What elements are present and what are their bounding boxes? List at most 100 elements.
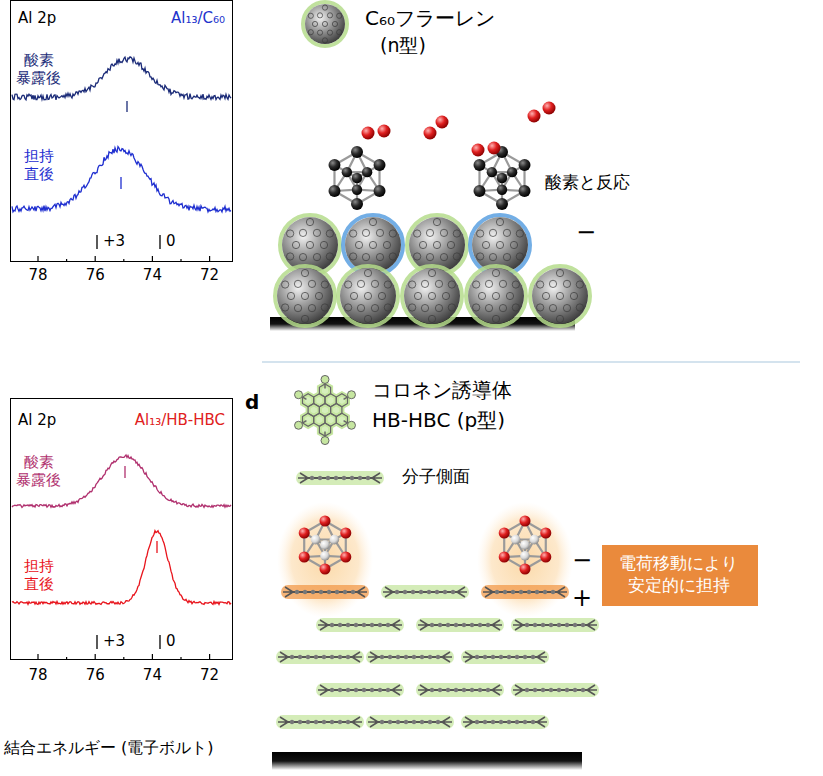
molecule-halo: [416, 618, 504, 632]
al13-cluster: [499, 515, 552, 574]
node-text: Al₁₃/HB-HBC: [135, 411, 225, 429]
carbon-ring: [337, 30, 342, 35]
carbon-atom: [346, 720, 350, 724]
molecule-halo: [316, 683, 404, 697]
carbon-atom: [290, 720, 294, 724]
carbon-atom: [486, 623, 490, 627]
al-atom: [374, 159, 386, 171]
carbon-ring: [364, 292, 371, 299]
carbon-atom: [499, 655, 503, 659]
spectrum-panel: Al 2pAl₁₃/HB-HBC酸素 暴露後担持 直後+30: [10, 398, 233, 660]
carbon-atom: [581, 688, 585, 692]
molecule-plane: [493, 591, 557, 593]
figure-label: d: [245, 390, 259, 414]
carbon-ring: [369, 218, 376, 225]
al-atom: [351, 146, 363, 158]
figure-label: 76: [86, 666, 105, 684]
carbon-atom: [322, 720, 326, 724]
carbon-atom: [411, 590, 415, 594]
carbon-atom: [462, 688, 466, 692]
al-atom: [320, 540, 330, 550]
fullerene-molecule: [530, 266, 590, 326]
carbon-atom: [515, 720, 519, 724]
molecule-plane: [288, 656, 352, 658]
carbon-atom: [330, 720, 334, 724]
carbon-ring: [332, 21, 337, 26]
carbon-atom: [334, 476, 338, 480]
al-atom: [474, 185, 486, 197]
molecule-plane: [523, 689, 587, 691]
figure-label: (n型): [380, 34, 426, 57]
carbon-atom: [314, 655, 318, 659]
carbon-ring: [503, 229, 510, 236]
oxygen-atom: [499, 551, 510, 562]
carbon-atom: [396, 655, 400, 659]
carbon-ring: [428, 315, 435, 322]
figure-label: HB-HBC (p型): [372, 408, 505, 432]
carbon-ring: [510, 241, 517, 248]
carbon-ring: [384, 304, 391, 311]
molecule-halo: [366, 650, 454, 664]
carbon-atom: [338, 720, 342, 724]
carbon-atom: [420, 720, 424, 724]
carbon-ring: [512, 304, 519, 311]
carbon-atom: [346, 655, 350, 659]
oxygen-atom: [543, 102, 556, 115]
carbon-ring: [433, 218, 440, 225]
carbon-ring: [306, 218, 313, 225]
carbon-ring: [448, 304, 455, 311]
fullerene-ball: [340, 268, 396, 324]
carbon-ring: [383, 241, 390, 248]
carbon-ring: [478, 292, 485, 299]
molecule-halo: [416, 683, 504, 697]
carbon-ring: [349, 230, 356, 237]
oxygen-atom: [299, 527, 310, 538]
ring-halo: [336, 413, 347, 426]
al-atom: [352, 185, 362, 195]
carbon-atom: [342, 476, 346, 480]
charge-transfer-glow: [277, 502, 373, 618]
carbon-atom: [330, 688, 334, 692]
carbon-ring: [421, 280, 428, 287]
carbon-ring: [492, 315, 499, 322]
carbon-atom: [306, 720, 310, 724]
carbon-ring: [326, 230, 333, 237]
tert-butyl-group: [352, 652, 362, 662]
carbon-ring: [308, 13, 313, 18]
carbon-atom: [491, 720, 495, 724]
oxygen-atom: [319, 515, 330, 526]
carbon-atom: [330, 655, 334, 659]
carbon-ring: [428, 292, 435, 299]
molecule-plane: [288, 721, 352, 723]
oxygen-molecule: [424, 116, 449, 140]
carbon-ring: [369, 241, 376, 248]
tert-butyl-group: [418, 620, 428, 630]
carbon-ring: [496, 218, 503, 225]
figure-label: 分子側面: [402, 466, 470, 486]
tert-butyl-group: [357, 587, 367, 597]
carbon-atom: [525, 688, 529, 692]
oxygen-atom: [528, 110, 541, 123]
carbon-atom: [565, 688, 569, 692]
carbon-atom: [386, 688, 390, 692]
carbon-ring: [299, 253, 306, 260]
carbon-ring: [499, 280, 506, 287]
carbon-ring: [371, 280, 378, 287]
al-atom: [311, 535, 321, 545]
carbon-atom: [475, 720, 479, 724]
peak-marker: [126, 101, 127, 112]
carbon-atom: [531, 655, 535, 659]
carbon-atom: [380, 655, 384, 659]
figure-label: −: [572, 546, 592, 575]
figure-label: 72: [200, 666, 219, 684]
molecule-halo: [461, 650, 549, 664]
tert-butyl-group: [513, 685, 523, 695]
al-atom: [520, 551, 530, 561]
carbon-ring: [376, 229, 383, 236]
al-atom: [511, 535, 521, 545]
oxygen-molecule: [472, 142, 501, 157]
oxygen-atom: [340, 527, 351, 538]
carbon-ring: [419, 241, 426, 248]
carbon-ring: [413, 230, 420, 237]
